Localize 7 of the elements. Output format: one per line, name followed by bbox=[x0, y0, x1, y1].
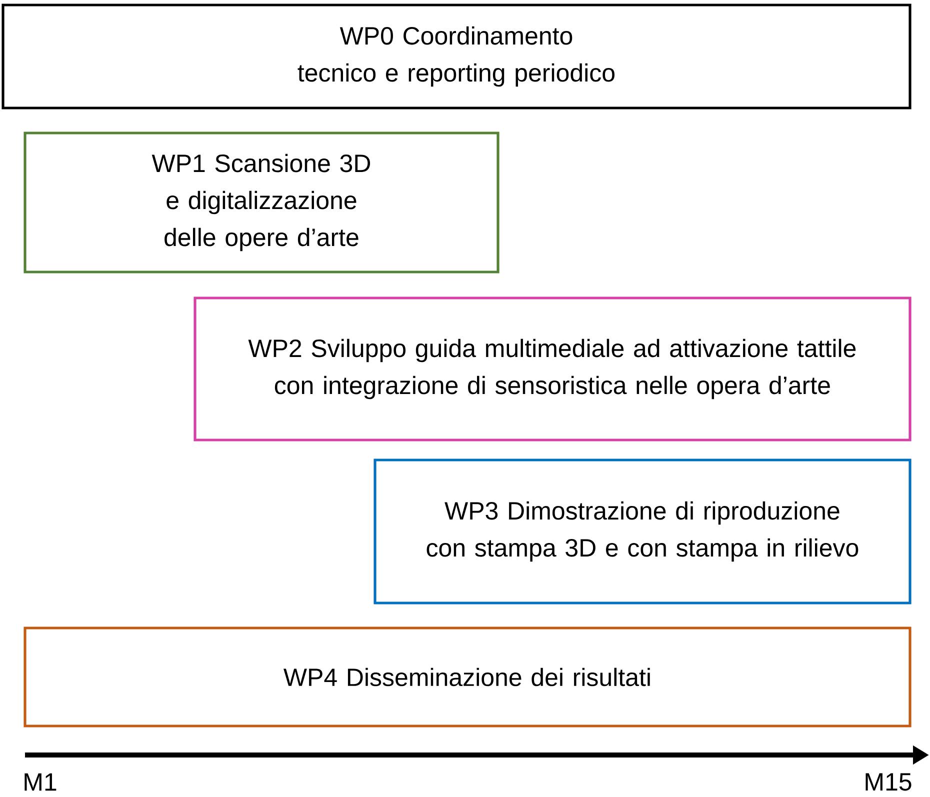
work-package-box: WP1 Scansione 3D e digitalizzazione delle opere d’arte bbox=[24, 132, 500, 274]
month-label: M1 bbox=[24, 773, 56, 791]
work-package-box: WP2 Sviluppo guida multimediale ad attivazione tattile con integrazione di sensoristica nelle opera d’arte bbox=[194, 296, 912, 442]
work-package-box: WP3 Dimostrazione di riproduzione con stampa 3D e con stampa in rilievo bbox=[374, 458, 912, 604]
month-label: M15 bbox=[866, 773, 912, 791]
work-package-box: WP4 Disseminazione dei risultati bbox=[24, 626, 912, 728]
work-package-box: WP0 Coordinamento tecnico e reporting periodico bbox=[2, 4, 912, 110]
